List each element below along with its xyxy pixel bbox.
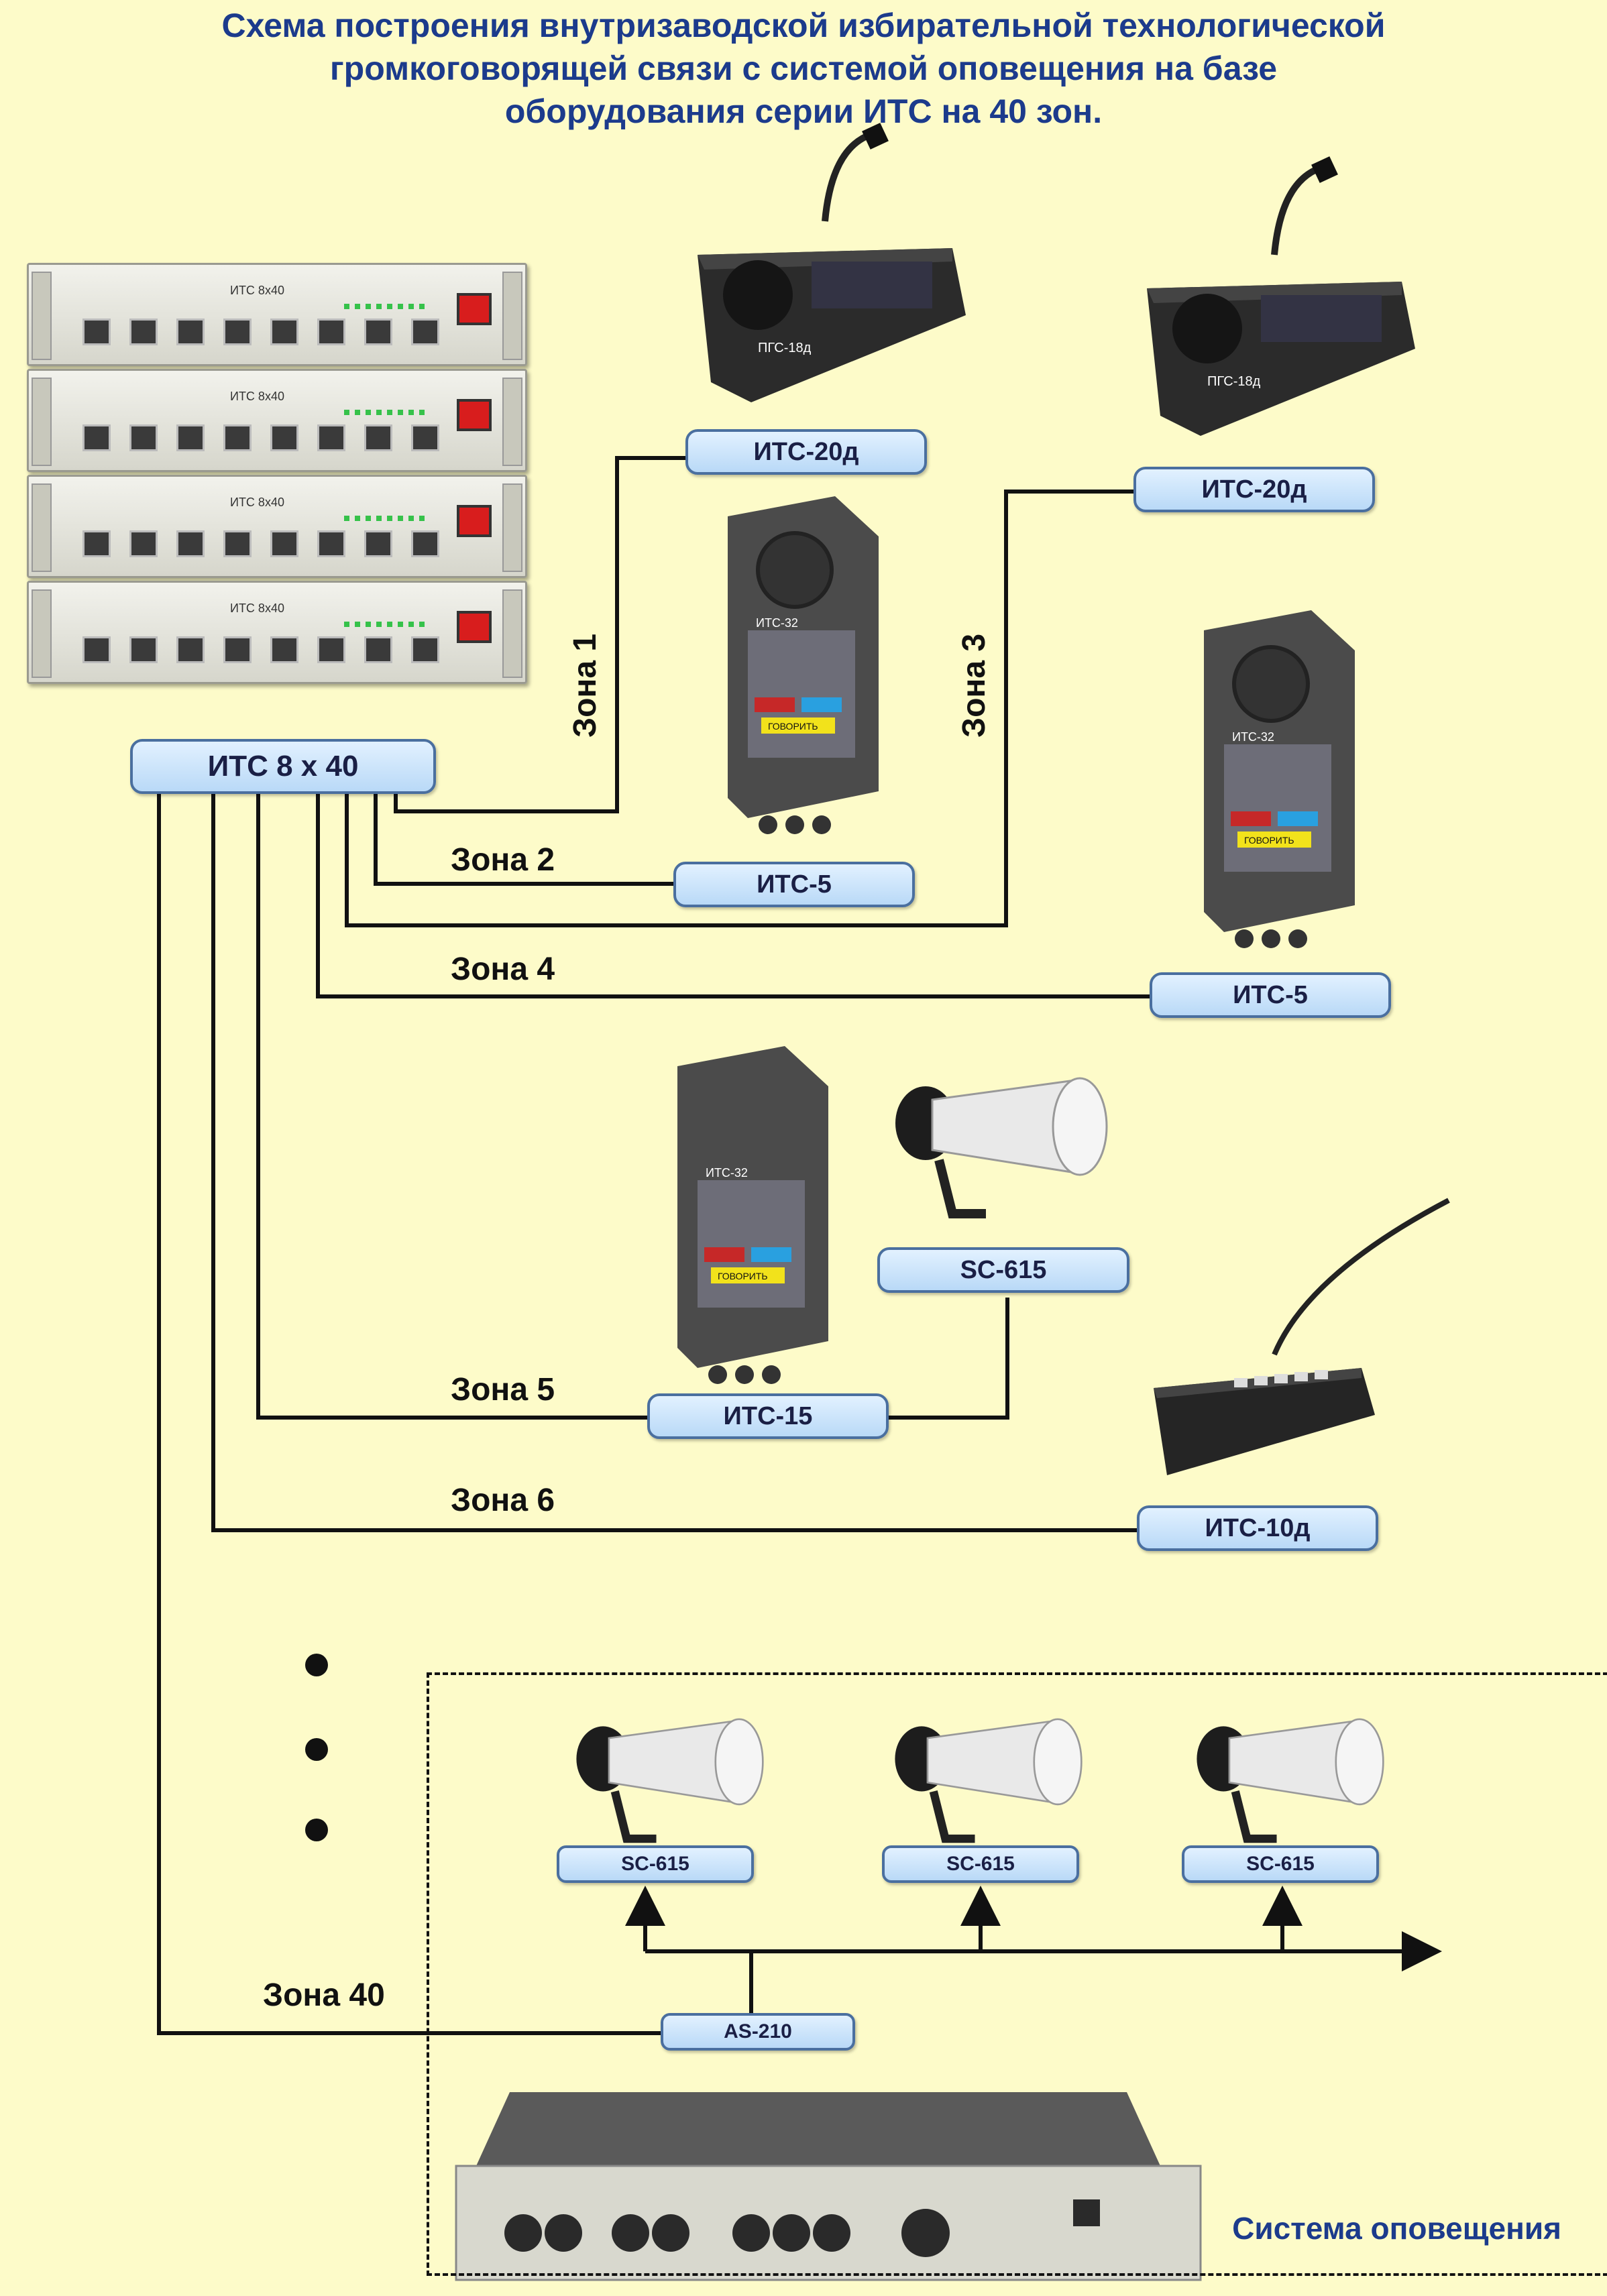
zone-40-label: Зона 40 <box>263 1977 385 2013</box>
panel-model-text: ИТС-32 <box>756 616 798 630</box>
wall-panel-zone5: ГОВОРИТЬ ИТС-32 <box>677 1046 828 1384</box>
notification-system-frame: Система оповещения <box>427 1672 1607 2276</box>
panel-button-text: ГОВОРИТЬ <box>768 721 818 732</box>
wire-zone-4 <box>316 791 1150 998</box>
zone-5-label: Зона 5 <box>451 1372 555 1408</box>
title-line-2: громкоговорящей связи с системой оповеще… <box>329 50 1278 87</box>
rack-model-label: ИТС 8х40 <box>230 390 284 403</box>
desk-console-zone3: ПГС-18д <box>1147 156 1415 436</box>
main-unit-label: ИТС 8 х 40 <box>130 739 436 794</box>
rack-unit: ИТС 8х40 <box>27 475 527 578</box>
desk-console-zone1: ПГС-18д <box>698 123 966 402</box>
amplifier-as210 <box>455 2092 1202 2281</box>
wall-panel-zone4: ГОВОРИТЬ ИТС-32 <box>1204 610 1355 948</box>
wall-panel-zone2: ГОВОРИТЬ ИТС-32 <box>728 496 879 834</box>
power-switch-icon <box>457 505 492 537</box>
speaker-3-label: SC-615 <box>1182 1845 1379 1883</box>
rack-unit: ИТС 8х40 <box>27 263 527 366</box>
wire-zone-6 <box>211 791 1137 1532</box>
wire-zone-3 <box>345 490 1133 927</box>
wire-zone-2 <box>374 791 673 886</box>
zone-2-label: Зона 2 <box>451 842 555 878</box>
horn-speaker-3 <box>1197 1718 1384 1843</box>
rack-unit: ИТС 8х40 <box>27 581 527 684</box>
notification-system-caption: Система оповещения <box>1232 2211 1561 2246</box>
zone-6-label: Зона 6 <box>451 1483 555 1518</box>
zone5-device-label: ИТС-15 <box>647 1393 889 1439</box>
zone-4-label: Зона 4 <box>451 952 555 987</box>
rack-model-label: ИТС 8х40 <box>230 601 284 615</box>
zone3-device-label: ИТС-20д <box>1133 467 1375 512</box>
desk-model-text: ПГС-18д <box>1207 374 1261 389</box>
power-switch-icon <box>457 293 492 325</box>
zone6-device-label: ИТС-10д <box>1137 1505 1378 1551</box>
ellipsis-dot <box>305 1738 328 1761</box>
zone-1-label: Зона 1 <box>567 633 603 738</box>
power-switch-icon <box>457 611 492 643</box>
desk-model-text: ПГС-18д <box>758 341 812 355</box>
power-switch-icon <box>457 399 492 431</box>
amplifier-label: AS-210 <box>661 2013 855 2051</box>
zone4-device-label: ИТС-5 <box>1150 972 1391 1018</box>
zone-3-label: Зона 3 <box>956 633 992 738</box>
rack-model-label: ИТС 8х40 <box>230 284 284 297</box>
zone1-device-label: ИТС-20д <box>685 429 927 475</box>
its-8x40-rack-stack: ИТС 8х40 ИТС 8х40 ИТС 8х40 ИТС 8х40 <box>0 255 537 684</box>
wire-zone-40 <box>157 791 661 2035</box>
panel-model-text: ИТС-32 <box>1232 730 1274 744</box>
diagram-title: Схема построения внутризаводской избират… <box>0 4 1607 133</box>
wire-zone-1 <box>394 456 685 813</box>
panel-button-text: ГОВОРИТЬ <box>1244 835 1294 846</box>
speaker-2-label: SC-615 <box>882 1845 1079 1883</box>
panel-model-text: ИТС-32 <box>706 1166 748 1180</box>
speaker-1-label: SC-615 <box>557 1845 754 1883</box>
ellipsis-dot <box>305 1654 328 1676</box>
horn-speaker-2 <box>895 1718 1083 1843</box>
zone5-speaker-label: SC-615 <box>877 1247 1129 1293</box>
horn-speaker-zone5 <box>895 1077 1108 1218</box>
wire-zone-5-speaker <box>889 1298 1009 1420</box>
horn-speaker-1 <box>576 1718 764 1843</box>
panel-button-text: ГОВОРИТЬ <box>718 1271 768 1281</box>
rack-model-label: ИТС 8х40 <box>230 496 284 509</box>
zone2-device-label: ИТС-5 <box>673 862 915 907</box>
wire-zone-5 <box>256 791 647 1420</box>
title-line-1: Схема построения внутризаводской избират… <box>221 7 1386 44</box>
rack-unit: ИТС 8х40 <box>27 369 527 472</box>
title-line-3: оборудования серии ИТС на 40 зон. <box>504 93 1103 130</box>
desk-console-zone6 <box>1154 1198 1450 1475</box>
ellipsis-dot <box>305 1819 328 1841</box>
